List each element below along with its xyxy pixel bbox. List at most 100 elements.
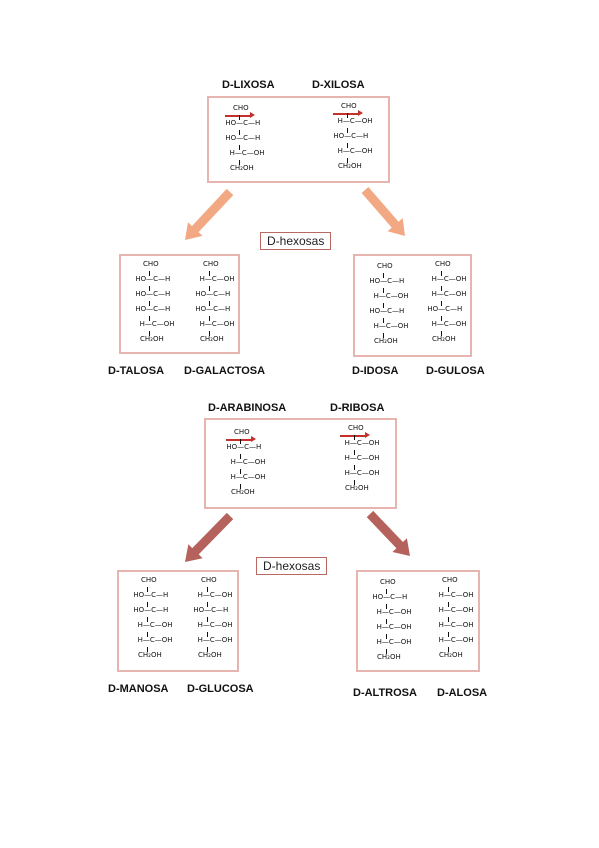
carbon-row: H—C—OH (438, 606, 474, 614)
aldehyde-group: CHO (341, 102, 357, 110)
vertical-bond (448, 632, 449, 637)
hexoses-label-bottom: D-hexosas (256, 557, 328, 575)
carbon-row: H—C—OH (230, 473, 266, 481)
carbon-row: H—C—OH (199, 275, 235, 283)
vertical-bond (386, 634, 387, 639)
carbon-row: H—C—OH (344, 454, 380, 462)
terminal-group: CH₂OH (230, 164, 254, 172)
carbon-row: H—C—OH (438, 636, 474, 644)
vertical-bond (209, 286, 210, 291)
vertical-bond (209, 331, 210, 336)
vertical-bond (240, 454, 241, 459)
vertical-bond (207, 602, 208, 607)
aldehyde-group: CHO (234, 428, 250, 436)
vertical-bond (147, 617, 148, 622)
carbon-row: HO—C—H (193, 606, 229, 614)
vertical-bond (386, 649, 387, 654)
terminal-group: CH₂OH (140, 335, 164, 343)
vertical-bond (441, 331, 442, 336)
vertical-bond (240, 439, 241, 444)
label-d-glucosa: D-GLUCOSA (187, 683, 254, 695)
aldehyde-group: CHO (233, 104, 249, 112)
vertical-bond (149, 316, 150, 321)
vertical-bond (441, 301, 442, 306)
carbon-row: HO—C—H (135, 290, 171, 298)
vertical-bond (386, 619, 387, 624)
label-d-altrosa: D-ALTROSA (353, 687, 417, 699)
carbon-row: H—C—OH (431, 275, 467, 283)
label-d-lixosa: D-LIXOSA (222, 79, 275, 91)
vertical-bond (354, 435, 355, 440)
carbon-row: H—C—OH (197, 636, 233, 644)
vertical-bond (207, 632, 208, 637)
hexoses-label-top: D-hexosas (260, 232, 332, 250)
vertical-bond (441, 271, 442, 276)
terminal-group: CH₂OH (439, 651, 463, 659)
carbon-row: H—C—OH (431, 290, 467, 298)
terminal-group: CH₂OH (432, 335, 456, 343)
vertical-bond (386, 589, 387, 594)
carbon-row: HO—C—H (333, 132, 369, 140)
rotation-arrow-marker (333, 110, 363, 116)
vertical-bond (347, 128, 348, 133)
vertical-bond (354, 465, 355, 470)
vertical-bond (209, 301, 210, 306)
terminal-group: CH₂OH (338, 162, 362, 170)
terminal-group: CH₂OH (138, 651, 162, 659)
carbon-row: HO—C—H (135, 275, 171, 283)
vertical-bond (383, 273, 384, 278)
vertical-bond (383, 333, 384, 338)
carbon-row: H—C—OH (344, 469, 380, 477)
carbon-row: H—C—OH (137, 636, 173, 644)
carbon-row: HO—C—H (195, 305, 231, 313)
vertical-bond (240, 484, 241, 489)
carbon-row: H—C—OH (229, 149, 265, 157)
aldehyde-group: CHO (435, 260, 451, 268)
carbon-row: H—C—OH (376, 608, 412, 616)
carbon-row: H—C—OH (373, 322, 409, 330)
carbon-row: H—C—OH (376, 623, 412, 631)
vertical-bond (448, 602, 449, 607)
vertical-bond (147, 602, 148, 607)
arrow-top-left (185, 188, 234, 240)
terminal-group: CH₂OH (377, 653, 401, 661)
vertical-bond (239, 145, 240, 150)
carbon-row: HO—C—H (372, 593, 408, 601)
vertical-bond (209, 316, 210, 321)
vertical-bond (448, 587, 449, 592)
carbon-row: H—C—OH (344, 439, 380, 447)
vertical-bond (441, 316, 442, 321)
carbon-row: HO—C—H (133, 591, 169, 599)
vertical-bond (239, 160, 240, 165)
aldehyde-group: CHO (348, 424, 364, 432)
vertical-bond (347, 143, 348, 148)
aldehyde-group: CHO (143, 260, 159, 268)
rotation-arrow-marker (340, 432, 370, 438)
label-d-galactosa: D-GALACTOSA (184, 365, 266, 377)
vertical-bond (386, 604, 387, 609)
carbon-row: HO—C—H (133, 606, 169, 614)
carbon-row: HO—C—H (225, 119, 261, 127)
terminal-group: CH₂OH (198, 651, 222, 659)
vertical-bond (347, 113, 348, 118)
aldehyde-group: CHO (201, 576, 217, 584)
aldehyde-group: CHO (380, 578, 396, 586)
carbon-row: HO—C—H (195, 290, 231, 298)
terminal-group: CH₂OH (345, 484, 369, 492)
terminal-group: CH₂OH (231, 488, 255, 496)
carbon-row: H—C—OH (438, 621, 474, 629)
vertical-bond (207, 647, 208, 652)
terminal-group: CH₂OH (200, 335, 224, 343)
carbon-row: H—C—OH (230, 458, 266, 466)
label-d-arabinosa: D-ARABINOSA (208, 402, 287, 414)
vertical-bond (207, 587, 208, 592)
arrow-top-right (361, 187, 405, 236)
vertical-bond (149, 271, 150, 276)
